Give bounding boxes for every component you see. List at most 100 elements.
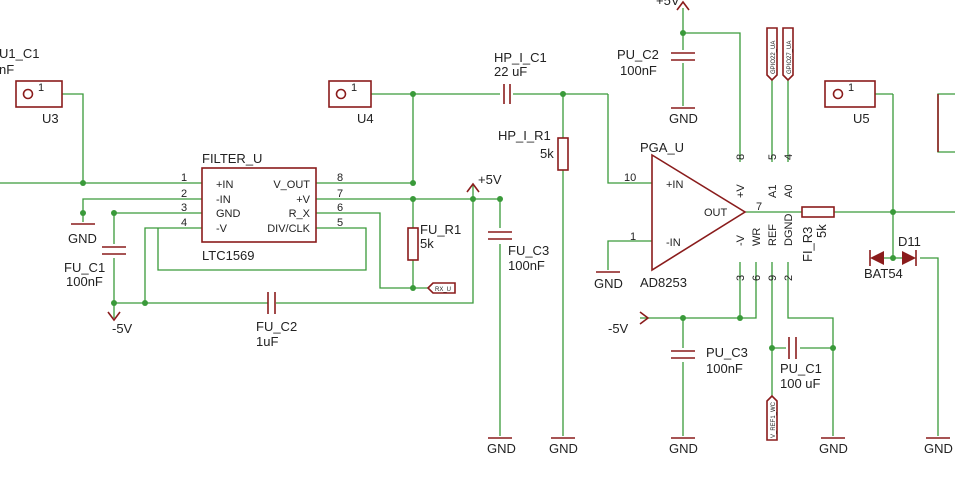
pga-pin-name: REF — [767, 224, 779, 246]
pga-pin-name: +IN — [666, 179, 683, 191]
wire-pga-in-minus — [607, 240, 652, 270]
pga-name: PGA_U — [640, 140, 684, 155]
wire-right-edge — [937, 93, 955, 153]
fi-r3-value: 5k — [814, 224, 829, 238]
gnd-label: GND — [669, 441, 698, 456]
wire-fu-r1-bottom — [412, 260, 428, 289]
fu-r1-value: 5k — [420, 236, 434, 251]
connector-u5[interactable]: 1 U5 — [824, 80, 876, 126]
plus5v-symbol: +5V — [656, 0, 690, 11]
junction — [737, 315, 743, 321]
wire-d11-right — [920, 257, 939, 436]
pga-pin-name: DGND — [783, 214, 795, 246]
pga-pin-num: 9 — [767, 275, 779, 281]
net-label-rx-u[interactable]: RX_U — [426, 282, 456, 294]
net-label-gpio27[interactable]: GPIO27_UA — [782, 27, 794, 82]
u4-label: U4 — [357, 111, 374, 126]
pin-number: 1 — [38, 82, 44, 94]
u5-label: U5 — [853, 111, 870, 126]
minus5v-symbol: -5V — [608, 311, 650, 336]
pu-c1-name: PU_C1 — [780, 361, 822, 376]
gpio22-text: GPIO22_UA — [771, 41, 777, 74]
gnd-label: GND — [68, 231, 97, 246]
minus5v-label: -5V — [608, 321, 629, 336]
wire-fu-c2-right — [276, 185, 474, 304]
net-label-v-ref[interactable]: V_REF1_WC — [766, 394, 778, 441]
filter-pin-num: 2 — [181, 188, 187, 200]
junction — [890, 209, 896, 215]
pu-c1[interactable]: PU_C1 100 uF — [780, 337, 822, 391]
pga-pin-name: A1 — [767, 185, 779, 198]
junction — [111, 210, 117, 216]
fu-r1[interactable]: FU_R1 5k — [407, 222, 461, 261]
pga-pin-num: 10 — [624, 172, 636, 184]
minus5v-label: -5V — [112, 321, 133, 336]
filter-name: FILTER_U — [202, 151, 262, 166]
filter-pin-num: 8 — [337, 172, 343, 184]
junction — [80, 210, 86, 216]
hp-i-c1[interactable]: HP_I_C1 22 uF — [494, 50, 547, 104]
d11-name: D11 — [898, 234, 921, 249]
junction — [560, 91, 566, 97]
wire-pga-in-plus — [607, 94, 652, 184]
pga-pin-num: 6 — [751, 275, 763, 281]
diode-d11[interactable]: D11 BAT54 — [864, 234, 921, 281]
pga-part: AD8253 — [640, 275, 687, 290]
filter-pin-name: DIV/CLK — [267, 223, 310, 235]
connector-u3[interactable]: 1 U3 U1_C1 nF — [0, 46, 63, 126]
hp-i-r1[interactable]: HP_I_R1 5k — [498, 128, 569, 171]
connector-u4[interactable]: 1 U4 — [328, 80, 374, 126]
gnd-label: GND — [594, 276, 623, 291]
junction — [410, 91, 416, 97]
gpio27-text: GPIO27_UA — [787, 41, 793, 74]
fu-c1[interactable]: FU_C1 100nF — [64, 246, 126, 289]
u1c1-value: nF — [0, 62, 14, 77]
gnd-label: GND — [669, 111, 698, 126]
junction — [142, 300, 148, 306]
plus5v-symbol: +5V — [466, 172, 502, 193]
junction — [410, 196, 416, 202]
pu-c3[interactable]: PU_C3 100nF — [671, 345, 748, 376]
hp-r1-name: HP_I_R1 — [498, 128, 551, 143]
pga-chip[interactable]: PGA_U AD8253 10 +IN 1 -IN 7 OUT 8 5 4 +V… — [624, 140, 795, 290]
gnd-label: GND — [487, 441, 516, 456]
net-label-gpio22[interactable]: GPIO22_UA — [766, 27, 778, 82]
fu-c1-name: FU_C1 — [64, 260, 105, 275]
filter-pin-name: GND — [216, 208, 241, 220]
junction — [769, 345, 775, 351]
filter-chip[interactable]: FILTER_U LTC1569 1 2 3 4 +IN -IN GND -V … — [181, 151, 343, 263]
pga-pin-num: 8 — [735, 154, 747, 160]
filter-pin-name: -V — [216, 223, 228, 235]
pu-c2[interactable]: PU_C2 100nF — [617, 47, 695, 78]
d11-part: BAT54 — [864, 266, 903, 281]
fu-c2[interactable]: FU_C2 1uF — [256, 292, 297, 349]
pga-pin-name: -V — [735, 234, 747, 246]
junction — [410, 285, 416, 291]
gnd-label: GND — [549, 441, 578, 456]
gnd-symbol: GND — [594, 271, 623, 291]
plus5v-label: +5V — [656, 0, 680, 8]
filter-pin-num: 5 — [337, 217, 343, 229]
filter-pin-name: +IN — [216, 179, 233, 191]
pu-c2-name: PU_C2 — [617, 47, 659, 62]
gnd-symbol: GND — [669, 437, 698, 456]
fu-c1-value: 100nF — [66, 274, 103, 289]
pu-c3-name: PU_C3 — [706, 345, 748, 360]
gnd-label: GND — [924, 441, 953, 456]
pga-pin-num: 1 — [630, 231, 636, 243]
gnd-symbol: GND — [549, 437, 578, 456]
wire-pga-wr — [740, 262, 757, 319]
junction — [497, 196, 503, 202]
wire-pga-dgnd — [787, 262, 834, 348]
fi-r3[interactable]: FI_R3 5k — [800, 206, 835, 262]
plus5v-label: +5V — [478, 172, 502, 187]
fu-c3-name: FU_C3 — [508, 243, 549, 258]
filter-pin-name: R_X — [289, 208, 311, 220]
fu-c3[interactable]: FU_C3 100nF — [488, 231, 549, 273]
pu-c1-value: 100 uF — [780, 376, 821, 391]
filter-pin-num: 3 — [181, 202, 187, 214]
junction — [830, 345, 836, 351]
filter-part: LTC1569 — [202, 248, 255, 263]
pga-pin-num: 2 — [783, 275, 795, 281]
filter-pin-num: 1 — [181, 172, 187, 184]
